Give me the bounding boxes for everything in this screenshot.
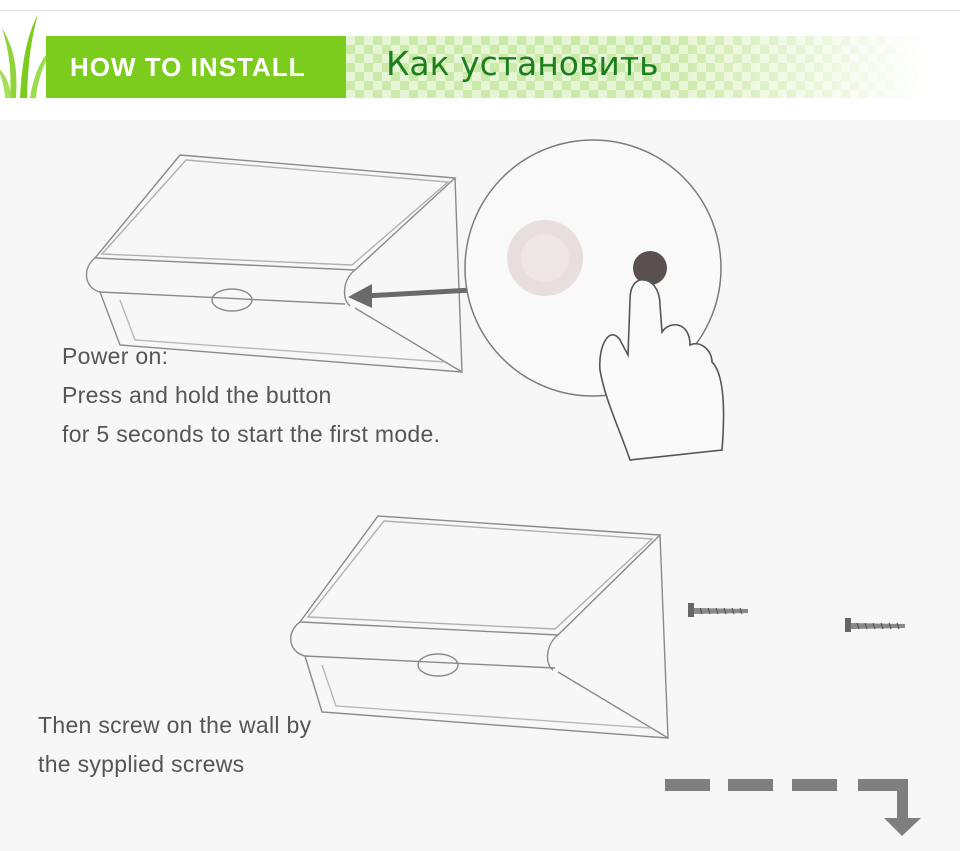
banner-title-block — [46, 36, 346, 98]
banner-title-en: HOW TO INSTALL — [70, 52, 306, 82]
step1-line: Power on: — [62, 343, 169, 369]
step1-line: for 5 seconds to start the first mode. — [62, 421, 441, 447]
arrow-left-icon — [348, 284, 473, 308]
power-button — [633, 251, 667, 285]
dashed-arrow-down-icon — [665, 779, 921, 836]
screw-icon — [845, 618, 905, 632]
solar-lamp-drawing — [85, 154, 463, 374]
install-banner: HOW TO INSTALL Как установить — [0, 0, 960, 120]
top-divider — [0, 10, 960, 11]
step2-caption: Then screw on the wall by the sypplied s… — [38, 706, 311, 784]
screw-icon — [688, 603, 748, 617]
solar-lamp-drawing — [290, 515, 669, 740]
banner-title-ru: Как установить — [386, 44, 659, 83]
banner-checker-pattern — [346, 36, 926, 98]
step1-caption: Power on: Press and hold the button for … — [62, 337, 440, 454]
step2-line: the sypplied screws — [38, 751, 245, 777]
step1-line: Press and hold the button — [62, 382, 332, 408]
step2-line: Then screw on the wall by — [38, 712, 312, 738]
grass-icon — [0, 14, 56, 98]
finger-press-icon — [599, 279, 725, 461]
